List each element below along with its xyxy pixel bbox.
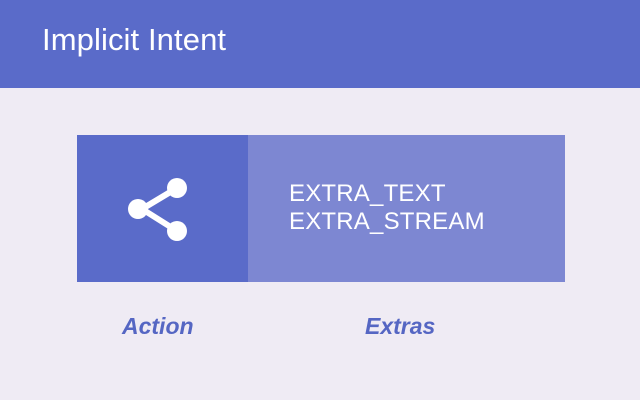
extras-panel: EXTRA_TEXT EXTRA_STREAM [248,135,565,282]
extras-label: Extras [365,313,436,339]
share-icon-top-node [167,178,187,198]
share-icon-bottom-node [167,221,187,241]
implicit-intent-diagram: EXTRA_TEXT EXTRA_STREAM [77,135,565,282]
extras-list: EXTRA_TEXT EXTRA_STREAM [289,180,485,236]
page-title: Implicit Intent [42,22,227,57]
extra-stream-key: EXTRA_STREAM [289,208,485,235]
action-panel [77,135,248,282]
app-bar: Implicit Intent [0,0,640,88]
share-icon [128,178,187,241]
extra-text-key: EXTRA_TEXT [289,180,446,207]
action-label: Action [122,313,194,339]
share-icon-left-node [128,199,148,219]
